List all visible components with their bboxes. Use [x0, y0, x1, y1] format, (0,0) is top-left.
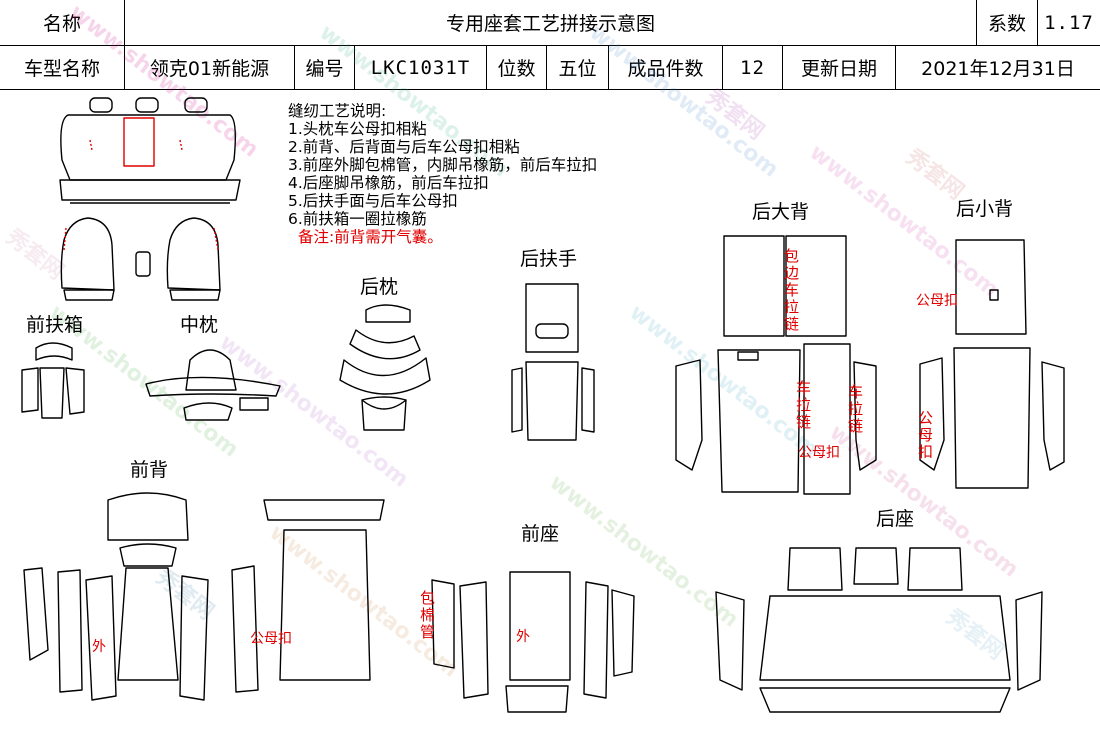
seat-label: 位数	[487, 46, 547, 90]
sewing-notes: 缝纫工艺说明: 1.头枕车公母扣相粘 2.前背、后背面与后车公母扣相粘 3.前座…	[288, 102, 597, 246]
rear-armrest-pieces	[511, 283, 595, 441]
name-label: 名称	[0, 0, 125, 46]
page-title: 专用座套工艺拼接示意图	[125, 0, 977, 46]
note-item: 6.前扶箱一圈拉橡筋	[288, 210, 427, 228]
front-seats-sketch	[60, 217, 221, 301]
front-seat-pieces	[431, 571, 635, 713]
label-rear-pillow: 后枕	[360, 276, 399, 298]
annotation-outer-front-back: 外	[92, 639, 106, 655]
note-item: 4.后座脚吊橡筋，前后车拉扣	[288, 174, 489, 192]
code-value: LKC1031T	[355, 46, 487, 90]
note-item: 1.头枕车公母扣相粘	[288, 120, 427, 138]
label-rear-armrest: 后扶手	[520, 248, 578, 270]
rear-pillow-pieces	[339, 304, 431, 431]
date-value: 2021年12月31日	[896, 46, 1100, 90]
notes-title: 缝纫工艺说明:	[288, 102, 387, 120]
pieces-value: 12	[723, 46, 783, 90]
annotation-zip-b: 车拉链	[848, 383, 864, 435]
seat-value: 五位	[547, 46, 609, 90]
label-middle-pillow: 中枕	[180, 314, 219, 336]
front-armrest-pieces	[21, 342, 85, 419]
rear-seat-pieces	[715, 547, 1043, 713]
annotation-wrap-tube: 包棉管	[420, 589, 436, 641]
coef-label: 系数	[977, 0, 1038, 46]
label-rear-seat: 后座	[876, 508, 915, 530]
middle-pillow-pieces	[145, 349, 281, 421]
rear-small-back-pieces	[919, 239, 1065, 489]
label-front-back: 前背	[130, 459, 169, 481]
model-label: 车型名称	[0, 46, 125, 90]
rear-bench-sketch	[59, 97, 241, 204]
header-table: 名称 专用座套工艺拼接示意图 系数 1.17 车型名称 领克01新能源 编号 L…	[0, 0, 1100, 90]
rear-big-back-pieces	[675, 235, 877, 495]
front-back-pieces	[23, 492, 385, 701]
pieces-label: 成品件数	[609, 46, 723, 90]
code-label: 编号	[295, 46, 355, 90]
note-item: 3.前座外脚包棉管，内脚吊橡筋，前后车拉扣	[288, 156, 598, 174]
annotation-snap-front-back: 公母扣	[250, 631, 292, 647]
label-front-seat: 前座	[521, 523, 560, 545]
annotation-snap-small-back: 公母扣	[916, 293, 958, 309]
date-label: 更新日期	[783, 46, 896, 90]
label-front-armrest: 前扶箱	[26, 314, 84, 336]
annotation-snap-small-back-v: 公母扣	[918, 409, 934, 461]
model-value: 领克01新能源	[125, 46, 295, 90]
note-item: 5.后扶手面与后车公母扣	[288, 192, 458, 210]
note-item: 2.前背、后背面与后车公母扣相粘	[288, 138, 520, 156]
annotation-outer-front-seat: 外	[516, 629, 530, 645]
label-rear-big-back: 后大背	[752, 201, 810, 223]
annotation-snap: 公母扣	[798, 445, 840, 461]
annotation-zip-a: 车拉链	[796, 379, 812, 431]
coef-value: 1.17	[1038, 0, 1100, 46]
annotation-wrap-zip: 包边车拉链	[784, 247, 800, 333]
label-rear-small-back: 后小背	[956, 198, 1014, 220]
note-remark: 备注:前背需开气囊。	[298, 228, 443, 246]
